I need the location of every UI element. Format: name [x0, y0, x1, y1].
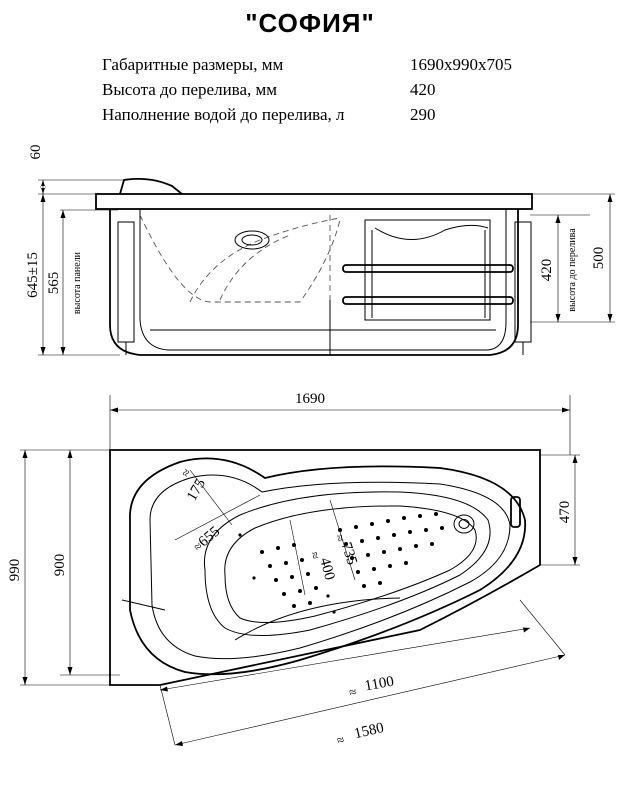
approx-sign-1580: ≈	[335, 732, 345, 748]
approx-sign-175: ≈	[178, 466, 195, 480]
dim-total-height: 645±15	[25, 252, 41, 298]
approx-sign-735: ≈	[332, 532, 348, 543]
dim-1100: 1100	[363, 674, 395, 695]
top-view: 1690 990 900 470 175 655 400 735 1100 15…	[7, 391, 580, 748]
approx-sign-400: ≈	[307, 550, 323, 561]
label-panel-height: высота панели	[72, 251, 83, 314]
spec-value-overflow-height: 420	[410, 80, 436, 99]
dim-right-500: 500	[591, 247, 607, 270]
spec-value-dimensions: 1690х990х705	[410, 55, 512, 74]
massage-jets	[238, 512, 444, 614]
spec-label-dimensions: Габаритные размеры, мм	[102, 55, 284, 74]
spec-label-water-volume: Наполнение водой до перелива, л	[102, 105, 345, 124]
dim-overflow-420: 420	[539, 259, 555, 282]
spec-label-overflow-height: Высота до перелива, мм	[102, 80, 278, 99]
dim-top-60: 60	[28, 145, 44, 160]
dim-right-side-470: 470	[557, 501, 573, 524]
dim-400: 400	[316, 556, 337, 582]
dim-1580: 1580	[353, 720, 386, 742]
side-view: 60 645±15 565 высота панели 420 высота д…	[25, 145, 615, 356]
dim-735: 735	[338, 541, 360, 567]
dim-inner-width-900: 900	[52, 554, 68, 577]
product-title: "СОФИЯ"	[245, 8, 375, 38]
dim-width-990: 990	[7, 559, 23, 582]
approx-sign-1100: ≈	[348, 684, 358, 700]
spec-value-water-volume: 290	[410, 105, 436, 124]
dim-panel-565: 565	[46, 272, 62, 295]
dim-175: 175	[184, 476, 209, 503]
dim-length-1690: 1690	[295, 391, 325, 407]
label-overflow-height: высота до перелива	[567, 228, 578, 312]
